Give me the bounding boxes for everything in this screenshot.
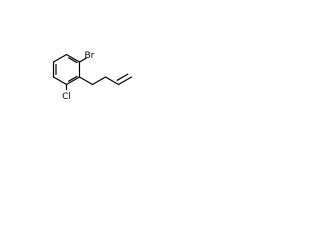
chain-bond-1 — [78, 76, 94, 86]
chain-double-bond — [116, 73, 129, 81]
ring-double-bond-2 — [68, 75, 78, 82]
ring-bond-6 — [65, 53, 81, 63]
bromine-label: Br — [85, 51, 95, 61]
ring-bond-1 — [52, 53, 68, 63]
chlorine-label: Cl — [62, 92, 71, 102]
chain-bond-2 — [91, 76, 107, 86]
ring-bond-3 — [52, 76, 68, 86]
chain-bond-4 — [117, 76, 133, 86]
molecule-structure: Br Cl — [52, 51, 133, 102]
ring-bond-4 — [65, 76, 81, 86]
ring-double-bond-3 — [68, 57, 78, 64]
bromo-bond — [78, 57, 87, 63]
chain-bond-3 — [104, 76, 120, 86]
